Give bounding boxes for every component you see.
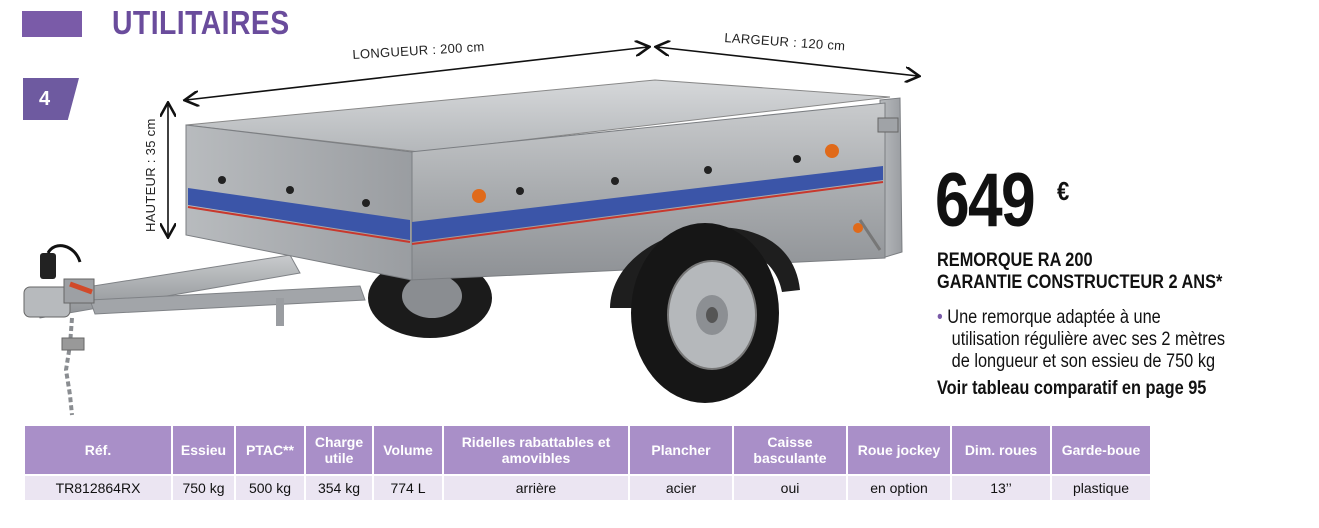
header-dim-roues: Dim. roues [952,426,1050,474]
price-value: 649 [935,158,1036,243]
header-volume: Volume [374,426,442,474]
header-plancher: Plancher [630,426,732,474]
header-ref: Réf. [25,426,171,474]
spec-table: Réf. Essieu PTAC** Charge utile Volume R… [23,426,1152,500]
cell-dim-roues: 13’’ [952,474,1050,500]
cell-ref: TR812864RX [25,474,171,500]
spec-header-row: Réf. Essieu PTAC** Charge utile Volume R… [25,426,1150,474]
header-essieu: Essieu [173,426,234,474]
price-currency: € [1057,176,1070,206]
product-name: REMORQUE RA 200 [937,250,1093,271]
header-ptac: PTAC** [236,426,304,474]
description-line-3: de longueur et son essieu de 750 kg [951,351,1216,372]
header-accent-bar [22,11,82,37]
cell-ptac: 500 kg [236,474,304,500]
width-arrow [657,47,918,76]
cell-plancher: acier [630,474,732,500]
description-line-1: Une remorque adaptée à une [947,307,1161,328]
see-comparison-link: Voir tableau comparatif en page 95 [937,378,1207,399]
product-name-block: REMORQUE RA 200 GARANTIE CONSTRUCTEUR 2 … [937,250,1222,294]
section-title: UTILITAIRES [112,4,290,41]
cell-volume: 774 L [374,474,442,500]
product-description: • Une remorque adaptée à une utilisation… [937,307,1225,373]
length-arrow [186,47,648,100]
description-line-2: utilisation régulière avec ses 2 mètres [951,329,1225,350]
header-roue-jockey: Roue jockey [848,426,950,474]
header-garde-boue: Garde-boue [1052,426,1150,474]
product-warranty: GARANTIE CONSTRUCTEUR 2 ANS* [937,272,1223,293]
cell-essieu: 750 kg [173,474,234,500]
cell-caisse-basculante: oui [734,474,846,500]
header-charge-utile: Charge utile [306,426,372,474]
bullet-dot: • [937,307,943,328]
header-ridelles: Ridelles rabattables et amovibles [444,426,628,474]
cell-charge-utile: 354 kg [306,474,372,500]
cell-roue-jockey: en option [848,474,950,500]
page-number-badge: 4 [23,78,79,120]
cell-ridelles: arrière [444,474,628,500]
spec-value-row: TR812864RX 750 kg 500 kg 354 kg 774 L ar… [25,474,1150,500]
cell-garde-boue: plastique [1052,474,1150,500]
height-dimension-label: HAUTEUR : 35 cm [143,118,158,232]
header-caisse-basculante: Caisse basculante [734,426,846,474]
